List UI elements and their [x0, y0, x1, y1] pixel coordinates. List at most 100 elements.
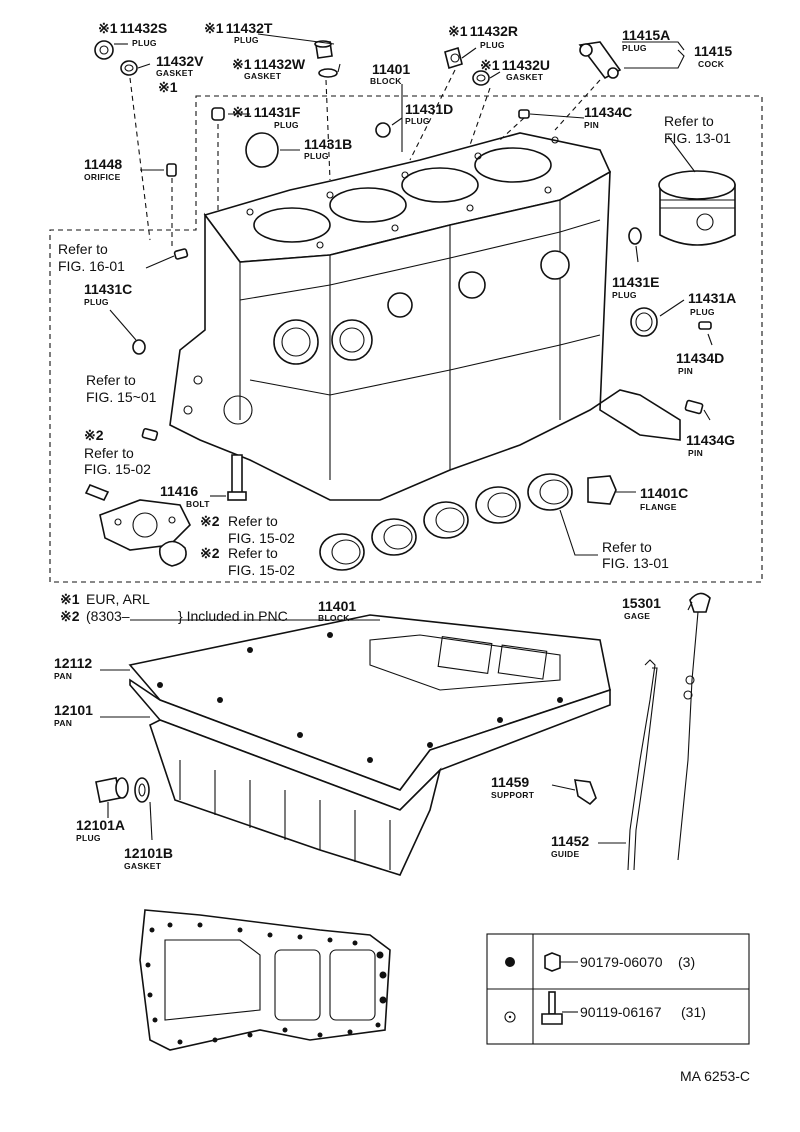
svg-text:(8303–: (8303– — [86, 608, 130, 624]
svg-text:Refer to: Refer to — [84, 445, 134, 461]
callout-11431a: 11431A PLUG — [688, 290, 736, 317]
svg-text:(31): (31) — [681, 1004, 706, 1020]
svg-text:ORIFICE: ORIFICE — [84, 172, 121, 182]
svg-text:PLUG: PLUG — [690, 307, 715, 317]
oil-pump-drawing — [84, 483, 191, 567]
svg-text:11431A: 11431A — [688, 290, 736, 306]
callout-11452: 11452 GUIDE — [551, 833, 589, 859]
svg-text:90179-06070: 90179-06070 — [580, 954, 663, 970]
svg-text:PLUG: PLUG — [304, 151, 329, 161]
svg-text:FIG. 13-01: FIG. 13-01 — [602, 555, 669, 571]
svg-text:GASKET: GASKET — [244, 71, 282, 81]
drawing-code: MA 6253-C — [680, 1068, 750, 1084]
svg-text:PLUG: PLUG — [234, 35, 259, 45]
svg-text:SUPPORT: SUPPORT — [491, 790, 535, 800]
svg-text:PLUG: PLUG — [274, 120, 299, 130]
svg-text:Refer to: Refer to — [228, 545, 278, 561]
svg-text:11415A: 11415A — [622, 27, 670, 43]
oil-pan-drawing — [95, 614, 611, 876]
svg-text:※1: ※1 — [60, 591, 80, 607]
callout-11431c: 11431C PLUG — [84, 281, 132, 307]
svg-text:PLUG: PLUG — [76, 833, 101, 843]
callout-11431e: 11431E PLUG — [612, 274, 660, 300]
callout-11416: 11416 BOLT — [160, 483, 210, 509]
svg-text:PIN: PIN — [584, 120, 599, 130]
callout-12101a: 12101A PLUG — [76, 817, 125, 843]
svg-text:} Included in PNC: } Included in PNC — [178, 608, 288, 624]
footnote-legend: ※1 EUR, ARL ※2 (8303– } Included in PNC … — [60, 591, 356, 624]
callout-11459: 11459 SUPPORT — [491, 774, 535, 800]
refer-note-fig-13-01-bearings: Refer to FIG. 13-01 — [602, 539, 669, 571]
svg-text:GASKET: GASKET — [156, 68, 194, 78]
svg-text:11415: 11415 — [694, 43, 732, 59]
svg-text:12112: 12112 — [54, 655, 92, 671]
callout-11434g: 11434G PIN — [686, 432, 735, 458]
piston-drawing — [658, 170, 736, 246]
svg-text:11401C: 11401C — [640, 485, 688, 501]
svg-text:Refer to: Refer to — [86, 372, 136, 388]
svg-text:12101B: 12101B — [124, 845, 173, 861]
svg-text:PAN: PAN — [54, 671, 72, 681]
svg-text:11401: 11401 — [318, 598, 356, 614]
svg-text:※2: ※2 — [60, 608, 80, 624]
filled-dot-symbol — [505, 957, 515, 967]
main-bearings-drawing — [319, 473, 617, 571]
svg-text:FIG. 16-01: FIG. 16-01 — [58, 258, 125, 274]
svg-text:FIG. 15-02: FIG. 15-02 — [84, 461, 151, 477]
svg-text:GASKET: GASKET — [124, 861, 162, 871]
svg-text:11416: 11416 — [160, 483, 198, 499]
svg-text:Refer to: Refer to — [58, 241, 108, 257]
svg-text:※2: ※2 — [200, 513, 220, 529]
refer-note-fig-15-01: Refer to FIG. 15~01 — [86, 372, 157, 405]
svg-text:PLUG: PLUG — [480, 40, 505, 50]
refer-note-fig-15-02-a: ※2 Refer to FIG. 15-02 — [200, 513, 295, 546]
callout-11415a: 11415A PLUG — [622, 27, 670, 53]
svg-text:(3): (3) — [678, 954, 695, 970]
callout-11431d: 11431D PLUG — [405, 101, 453, 126]
svg-text:11434G: 11434G — [686, 432, 735, 448]
svg-text:15301: 15301 — [622, 595, 661, 611]
svg-text:11434D: 11434D — [676, 350, 724, 366]
refer-note-fig-13-01-piston: Refer to FIG. 13-01 — [664, 113, 731, 146]
svg-text:11434C: 11434C — [584, 104, 632, 120]
svg-text:GAGE: GAGE — [624, 611, 650, 621]
refer-note-fig-15-02-oil-pump: ※2 Refer to FIG. 15-02 — [84, 427, 151, 477]
svg-text:11431B: 11431B — [304, 136, 352, 152]
svg-text:PIN: PIN — [678, 366, 693, 376]
svg-text:BLOCK: BLOCK — [318, 613, 350, 623]
svg-text:※1: ※1 — [158, 79, 178, 95]
svg-text:COCK: COCK — [698, 59, 725, 69]
svg-text:Refer to: Refer to — [228, 513, 278, 529]
svg-text:FIG. 13-01: FIG. 13-01 — [664, 130, 731, 146]
svg-text:※2: ※2 — [200, 545, 220, 561]
callout-11431b: 11431B PLUG — [304, 136, 352, 161]
callout-12112: 12112 PAN — [54, 655, 92, 681]
callout-15301: 15301 GAGE — [622, 595, 661, 621]
svg-text:Refer to: Refer to — [664, 113, 714, 129]
svg-text:12101: 12101 — [54, 702, 93, 718]
svg-text:BLOCK: BLOCK — [370, 76, 402, 86]
fastener-table: 90179-06070 (3) 90119-06167 (31) — [486, 933, 750, 1045]
small-parts — [94, 40, 712, 501]
open-circle-symbol — [504, 1011, 516, 1023]
svg-text:PLUG: PLUG — [612, 290, 637, 300]
svg-text:PIN: PIN — [688, 448, 703, 458]
svg-text:BOLT: BOLT — [186, 499, 210, 509]
svg-text:11452: 11452 — [551, 833, 589, 849]
svg-text:FLANGE: FLANGE — [640, 502, 677, 512]
svg-text:11459: 11459 — [491, 774, 529, 790]
refer-note-fig-15-02-b: ※2 Refer to FIG. 15-02 — [200, 545, 295, 578]
callout-11401c: 11401C FLANGE — [640, 485, 688, 512]
